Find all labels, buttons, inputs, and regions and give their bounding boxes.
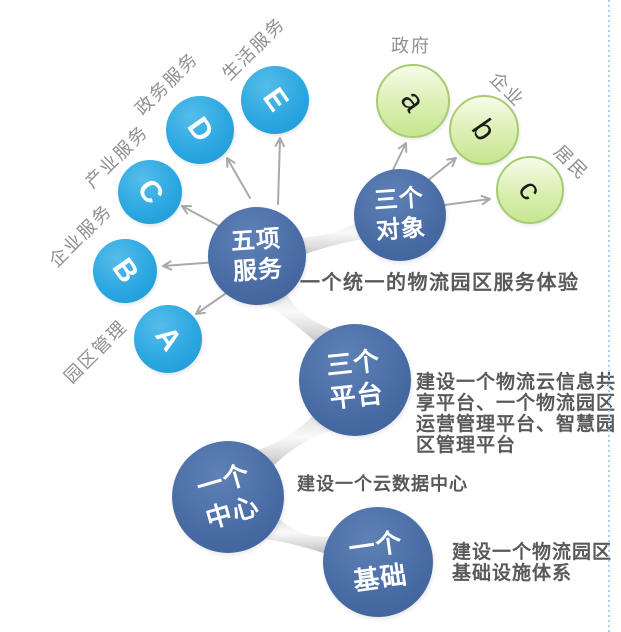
node-five-services: 五项 服务	[208, 207, 306, 305]
platforms-description: 建设一个物流云信息共 享平台、一个物流园区 运营管理平台、智慧园 区管理平台	[416, 372, 617, 456]
circle-a-letter: a	[394, 83, 433, 118]
circle-D-letter: D	[180, 111, 221, 149]
circle-A: A	[134, 305, 202, 373]
label-government: 政府	[391, 36, 431, 56]
experience-text: 一个统一的物流园区服务体验	[300, 272, 580, 294]
center-description: 建设一个云数据中心	[297, 474, 468, 494]
page-border-line	[608, 0, 610, 632]
foundation-description: 建设一个物流园区 基础设施体系	[452, 542, 613, 584]
circle-b-letter: b	[465, 112, 504, 147]
circle-c: c	[496, 156, 564, 224]
circle-A-letter: A	[148, 320, 189, 358]
circle-b: b	[449, 95, 519, 165]
node-one-center-label: 一个 中心	[193, 458, 263, 535]
circle-B-letter: B	[105, 252, 146, 290]
node-one-foundation-label: 一个 基础	[346, 526, 410, 597]
node-three-platforms-label: 三个 平台	[324, 345, 386, 414]
circle-D: D	[166, 96, 234, 164]
node-five-services-label: 五项 服务	[230, 225, 284, 286]
circle-B: B	[93, 239, 157, 303]
circle-E: E	[241, 66, 309, 134]
circle-a: a	[376, 64, 450, 138]
node-one-center: 一个 中心	[172, 441, 284, 553]
node-three-objects-label: 三个 对象	[373, 184, 427, 245]
node-three-objects: 三个 对象	[354, 169, 446, 261]
circle-E-letter: E	[256, 82, 295, 118]
circle-c-letter: c	[511, 173, 550, 207]
circle-C: C	[118, 160, 182, 224]
node-one-foundation: 一个 基础	[323, 507, 433, 617]
circle-C-letter: C	[130, 173, 171, 211]
node-three-platforms: 三个 平台	[299, 324, 411, 436]
